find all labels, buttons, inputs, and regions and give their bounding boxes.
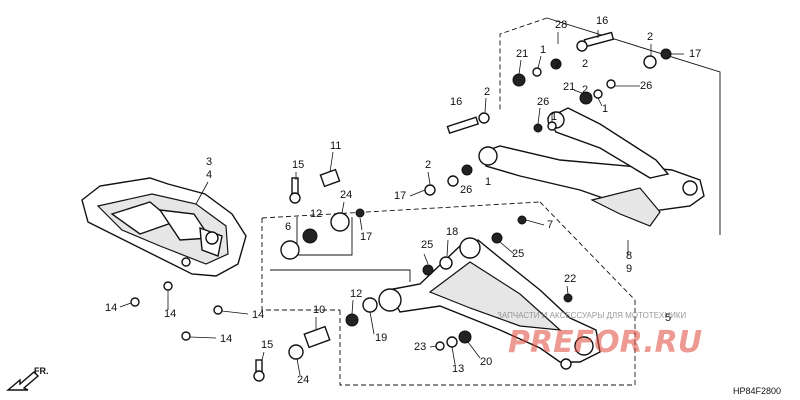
callout-c21b: 21 <box>563 81 575 93</box>
callout-c1c: 1 <box>602 103 608 115</box>
callout-c1d: 1 <box>485 176 491 188</box>
callout-c8: 8 <box>626 250 632 262</box>
callout-c11: 11 <box>330 140 341 152</box>
callout-c28: 28 <box>555 19 567 31</box>
callout-c15a: 15 <box>292 159 304 171</box>
callout-c24a: 24 <box>340 189 352 201</box>
callout-c26b: 26 <box>537 96 549 108</box>
callout-c16b: 16 <box>450 96 462 108</box>
callout-c14a: 14 <box>105 302 117 314</box>
callout-c24b: 24 <box>297 374 309 386</box>
callout-c1b: 1 <box>551 111 557 123</box>
callout-c2d: 2 <box>582 84 588 96</box>
callout-c22: 22 <box>564 273 576 285</box>
callout-c14d: 14 <box>220 333 232 345</box>
diagram-code: HP84F2800 <box>733 386 781 396</box>
callout-c25b: 25 <box>512 248 524 260</box>
callout-c23: 23 <box>414 341 426 353</box>
callout-c4: 4 <box>206 169 212 181</box>
hardware <box>130 31 672 382</box>
callout-c7: 7 <box>547 219 553 231</box>
callout-c5: 5 <box>665 312 671 324</box>
callout-c14b: 14 <box>164 308 176 320</box>
callout-c2f: 2 <box>425 159 431 171</box>
front-arrow-icon <box>6 371 40 391</box>
leader-lines <box>119 30 684 376</box>
callout-c2a: 2 <box>555 58 561 70</box>
callout-c9: 9 <box>626 263 632 275</box>
callout-c2c: 2 <box>647 31 653 43</box>
watermark-subtext: ЗАПЧАСТИ И АКСЕССУАРЫ ДЛЯ МОТОТЕХНИКИ <box>497 311 687 320</box>
callout-c19: 19 <box>375 332 387 344</box>
skid-plate <box>81 177 247 277</box>
callout-c10: 10 <box>313 304 325 316</box>
callout-c17b: 17 <box>394 190 406 202</box>
callout-c12b: 12 <box>350 288 362 300</box>
callout-c2e: 2 <box>484 86 490 98</box>
direction-label: FR. <box>34 366 49 376</box>
callout-c17c: 17 <box>360 231 372 243</box>
callout-c25a: 25 <box>421 239 433 251</box>
callout-c21a: 21 <box>516 48 528 60</box>
callout-c12a: 12 <box>310 208 322 220</box>
callout-c26a: 26 <box>640 80 652 92</box>
callout-c26c: 26 <box>460 184 472 196</box>
callout-c17a: 17 <box>689 48 701 60</box>
callout-c3: 3 <box>206 156 212 168</box>
callout-c15b: 15 <box>261 339 273 351</box>
lower-arm <box>378 237 601 370</box>
callout-c1a: 1 <box>540 44 546 56</box>
callout-c18: 18 <box>446 226 458 238</box>
callout-c6: 6 <box>285 221 291 233</box>
callout-c14c: 14 <box>252 309 264 321</box>
callout-c16a: 16 <box>596 15 608 27</box>
callout-c20: 20 <box>480 356 492 368</box>
callout-c2b: 2 <box>582 58 588 70</box>
callout-c13: 13 <box>452 363 464 375</box>
upper-arm <box>478 107 705 227</box>
watermark-text: PREFOR.RU <box>508 325 702 360</box>
assembly-frames <box>261 17 721 386</box>
